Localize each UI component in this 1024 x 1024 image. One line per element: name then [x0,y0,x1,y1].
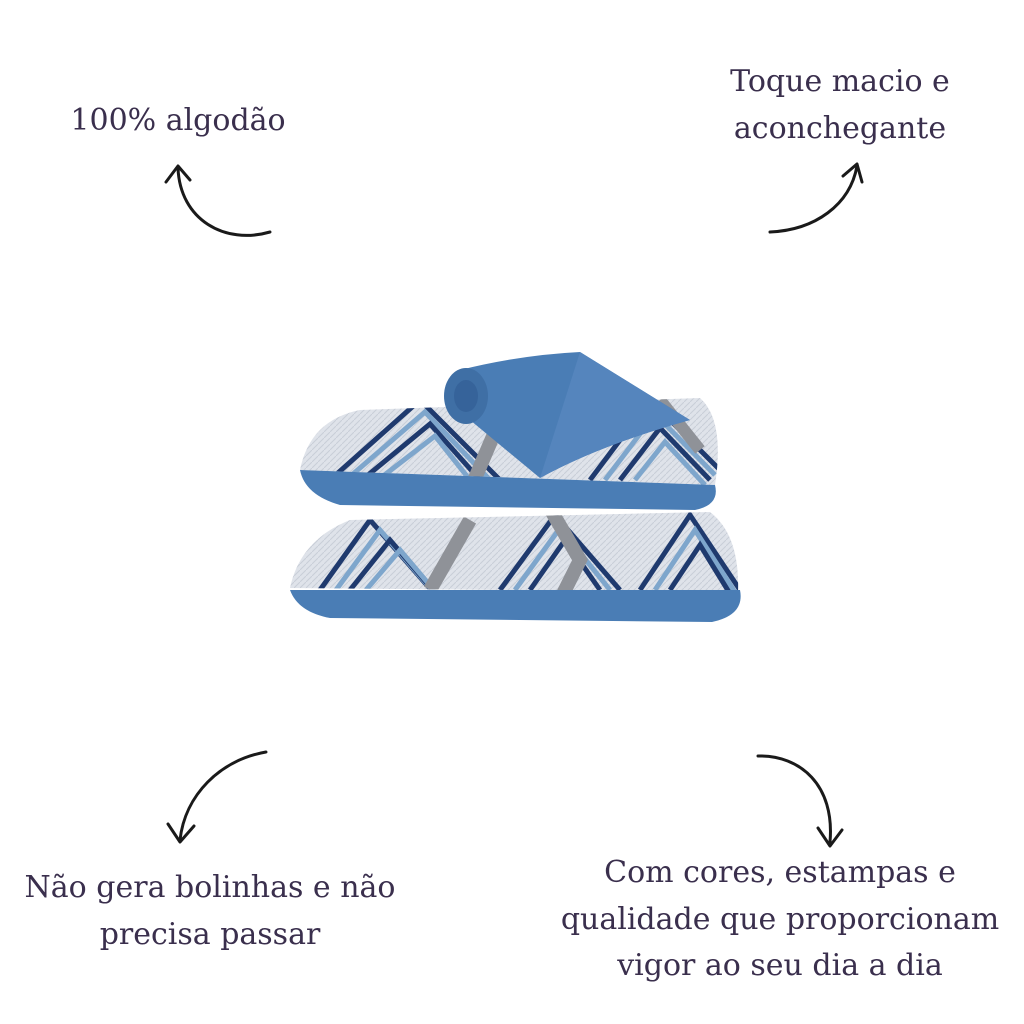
curved-arrow-icon [756,754,844,848]
feature-colors-quality-line-2: qualidade que proporcionam [560,901,1000,937]
feature-cotton: 100% algodão [60,98,296,145]
feature-colors-quality-line-3: vigor ao seu dia a dia [617,948,943,983]
feature-soft-touch: Toque macio e aconchegante [700,59,980,152]
folded-sheet [444,352,690,478]
curved-arrow-icon [164,164,272,237]
pillowcase-bottom [290,512,741,622]
feature-no-pilling: Não gera bolinhas e não precisa passar [20,865,400,958]
feature-colors-quality-line-1: Com cores, estampas e [604,855,956,890]
feature-no-pilling-line-2: precisa passar [99,916,321,952]
curved-arrow-icon [166,750,268,844]
feature-soft-touch-line-2: aconchegante [733,110,947,146]
feature-colors-quality: Com cores, estampas e qualidade que prop… [560,850,1000,990]
feature-cotton-line: 100% algodão [70,103,286,138]
curved-arrow-icon [768,162,864,234]
feature-no-pilling-line-1: Não gera bolinhas e não [24,870,396,905]
feature-soft-touch-line-1: Toque macio e [730,64,950,99]
